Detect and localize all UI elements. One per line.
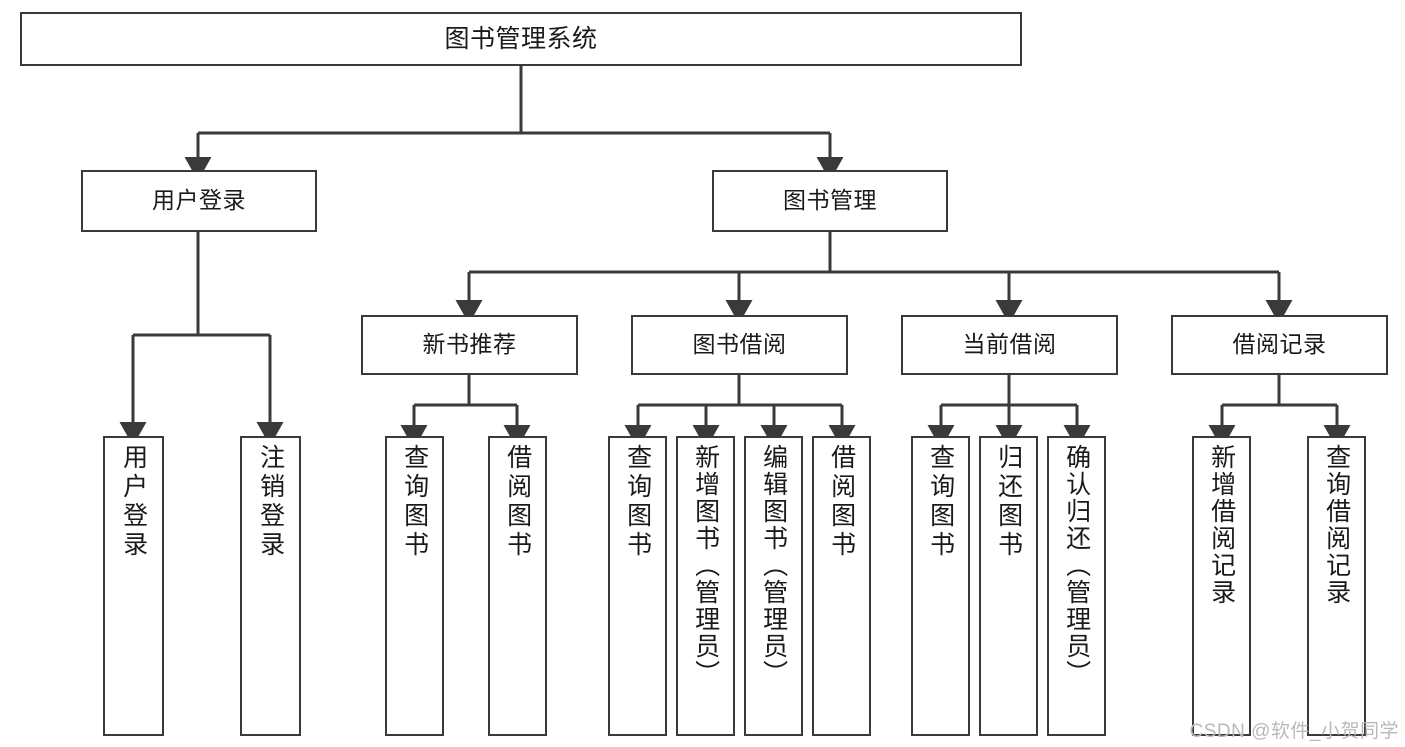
node-leaf-query-book-3-label: 查询图书 bbox=[926, 444, 955, 560]
node-leaf-query-borrow-record[interactable]: 查询借阅记录 bbox=[1307, 436, 1366, 736]
node-leaf-query-book-3[interactable]: 查询图书 bbox=[911, 436, 970, 736]
node-leaf-add-book-label: 新增图书（管理员） bbox=[691, 444, 720, 687]
node-leaf-query-book-2[interactable]: 查询图书 bbox=[608, 436, 667, 736]
node-leaf-query-book-1-label: 查询图书 bbox=[400, 444, 429, 560]
node-leaf-query-borrow-record-label: 查询借阅记录 bbox=[1322, 444, 1351, 606]
node-user-login-label: 用户登录 bbox=[152, 187, 246, 214]
node-leaf-borrow-book-1-label: 借阅图书 bbox=[503, 444, 532, 560]
node-leaf-add-borrow-record-label: 新增借阅记录 bbox=[1207, 444, 1236, 606]
node-leaf-borrow-book-1[interactable]: 借阅图书 bbox=[488, 436, 547, 736]
node-root[interactable]: 图书管理系统 bbox=[20, 12, 1022, 66]
csdn-watermark: CSDN @软件_小贺同学 bbox=[1189, 721, 1399, 742]
node-leaf-query-book-1[interactable]: 查询图书 bbox=[385, 436, 444, 736]
node-current-borrow-label: 当前借阅 bbox=[962, 331, 1057, 358]
node-leaf-user-login-label: 用户登录 bbox=[119, 444, 148, 560]
node-leaf-user-login[interactable]: 用户登录 bbox=[103, 436, 164, 736]
node-leaf-borrow-book-2-label: 借阅图书 bbox=[827, 444, 856, 560]
node-new-book-recommend[interactable]: 新书推荐 bbox=[361, 315, 578, 375]
node-leaf-return-book-label: 归还图书 bbox=[994, 444, 1023, 560]
node-book-borrow[interactable]: 图书借阅 bbox=[631, 315, 848, 375]
node-leaf-edit-book-label: 编辑图书（管理员） bbox=[759, 444, 788, 687]
node-user-login[interactable]: 用户登录 bbox=[81, 170, 317, 232]
node-borrow-record[interactable]: 借阅记录 bbox=[1171, 315, 1388, 375]
node-leaf-add-borrow-record[interactable]: 新增借阅记录 bbox=[1192, 436, 1251, 736]
node-leaf-edit-book[interactable]: 编辑图书（管理员） bbox=[744, 436, 803, 736]
node-leaf-confirm-return-label: 确认归还（管理员） bbox=[1062, 444, 1091, 687]
node-book-manage-label: 图书管理 bbox=[783, 187, 877, 214]
node-leaf-confirm-return[interactable]: 确认归还（管理员） bbox=[1047, 436, 1106, 736]
node-leaf-logout[interactable]: 注销登录 bbox=[240, 436, 301, 736]
node-book-manage[interactable]: 图书管理 bbox=[712, 170, 948, 232]
node-leaf-borrow-book-2[interactable]: 借阅图书 bbox=[812, 436, 871, 736]
node-leaf-return-book[interactable]: 归还图书 bbox=[979, 436, 1038, 736]
node-leaf-query-book-2-label: 查询图书 bbox=[623, 444, 652, 560]
node-book-borrow-label: 图书借阅 bbox=[692, 331, 787, 358]
node-leaf-add-book[interactable]: 新增图书（管理员） bbox=[676, 436, 735, 736]
node-new-book-recommend-label: 新书推荐 bbox=[422, 331, 517, 358]
node-borrow-record-label: 借阅记录 bbox=[1232, 331, 1327, 358]
node-current-borrow[interactable]: 当前借阅 bbox=[901, 315, 1118, 375]
node-root-label: 图书管理系统 bbox=[444, 25, 598, 53]
node-leaf-logout-label: 注销登录 bbox=[256, 444, 285, 560]
